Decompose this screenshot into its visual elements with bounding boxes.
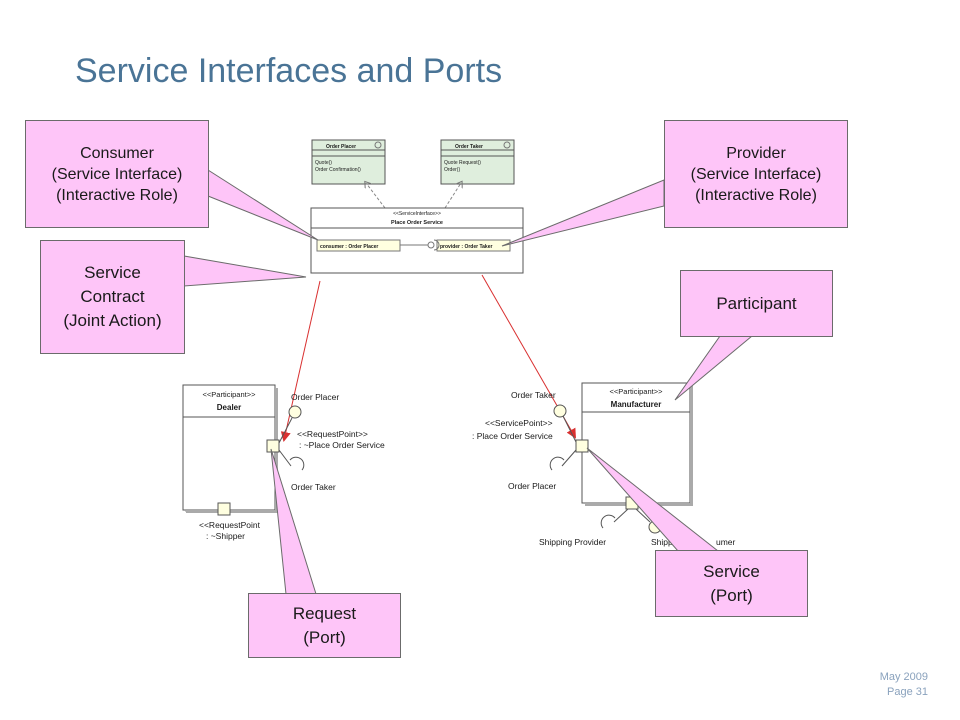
dealer-iface-top: Order Placer [291, 392, 339, 402]
footer: May 2009 Page 31 [880, 670, 928, 700]
manufacturer-iface-bottom: Order Placer [508, 481, 556, 491]
service-interface-name: Place Order Service [391, 220, 443, 226]
callout-tails [183, 169, 754, 595]
shipping-provider-label: Shipping Provider [539, 537, 606, 547]
callout-line: Contract [80, 287, 145, 306]
manufacturer-service-port [575, 439, 589, 453]
manufacturer-port-stereotype: <<ServicePoint>> [485, 418, 553, 428]
participant-callout: Participant [680, 270, 833, 337]
dealer-port-stereotype: <<RequestPoint>> [297, 429, 368, 439]
manufacturer-port-type: : Place Order Service [472, 431, 553, 441]
dealer-stereotype: <<Participant>> [203, 390, 257, 399]
order-taker-op: Order() [444, 167, 460, 173]
dealer-port-type: : ~Place Order Service [299, 440, 385, 450]
manufacturer-stereotype: <<Participant>> [610, 387, 664, 396]
callout-line: (Interactive Role) [695, 186, 817, 204]
service-interface-stereotype: <<ServiceInterface>> [393, 211, 441, 217]
required-interface-icon [549, 456, 565, 471]
service-contract-callout: Service Contract (Joint Action) [40, 240, 185, 354]
shipping-consumer-label-b: umer [716, 537, 736, 547]
callout-line: (Interactive Role) [56, 186, 178, 204]
manufacturer-participant: <<Participant>> Manufacturer Order Taker… [472, 382, 736, 547]
callout-line: (Port) [710, 585, 753, 605]
consumer-callout: Consumer (Service Interface) (Interactiv… [25, 120, 209, 228]
order-placer-class: Order Placer Quote() Order Confirmation(… [311, 139, 386, 185]
service-interface-box: <<ServiceInterface>> Place Order Service… [310, 207, 524, 274]
contract-to-request-arrow [280, 280, 321, 442]
order-placer-op: Quote() [315, 160, 332, 166]
shipping-consumer-label-a: Shipp [651, 537, 673, 547]
dealer-participant: <<Participant>> Dealer Order Placer <<Re… [182, 384, 385, 541]
slide-title: Service Interfaces and Ports [75, 52, 503, 90]
required-interface-icon [600, 514, 616, 529]
consumer-part: consumer : Order Placer [320, 244, 378, 250]
order-taker-op: Quote Request() [444, 160, 481, 166]
dealer-request-port [266, 439, 280, 453]
dealer-iface-bottom: Order Taker [291, 482, 336, 492]
provider-part: provider : Order Taker [440, 244, 492, 250]
dependency-arrow [366, 183, 386, 209]
callout-line: Consumer [80, 144, 154, 162]
callout-line: (Port) [303, 627, 346, 647]
manufacturer-iface-top: Order Taker [511, 390, 556, 400]
callout-line: (Joint Action) [63, 311, 162, 330]
dealer-bottom-stereotype: <<RequestPoint [199, 520, 261, 530]
provided-interface-icon [553, 404, 567, 418]
callout-line: Service [84, 263, 141, 282]
callout-line: (Service Interface) [51, 165, 183, 183]
order-taker-class: Order Taker Quote Request() Order() [440, 139, 515, 185]
provided-interface-icon [288, 405, 302, 419]
callout-line: Request [292, 603, 357, 623]
order-placer-name: Order Placer [326, 144, 356, 150]
callout-line: (Service Interface) [690, 165, 822, 183]
order-placer-op: Order Confirmation() [315, 167, 361, 173]
manufacturer-name: Manufacturer [611, 400, 662, 409]
dealer-name: Dealer [217, 403, 241, 412]
request-port-callout: Request (Port) [248, 593, 401, 658]
order-taker-name: Order Taker [455, 144, 483, 150]
callout-line: Service [703, 561, 760, 581]
service-port-callout: Service (Port) [655, 550, 808, 617]
callout-line: Provider [726, 144, 786, 162]
callout-line: Participant [716, 293, 797, 313]
dealer-shipper-port [217, 502, 231, 516]
footer-page: Page 31 [887, 686, 928, 698]
dealer-bottom-type: : ~Shipper [206, 531, 245, 541]
dependency-arrow [444, 183, 461, 209]
provider-callout: Provider (Service Interface) (Interactiv… [664, 120, 848, 228]
footer-date: May 2009 [879, 671, 928, 683]
required-interface-icon [289, 456, 305, 471]
